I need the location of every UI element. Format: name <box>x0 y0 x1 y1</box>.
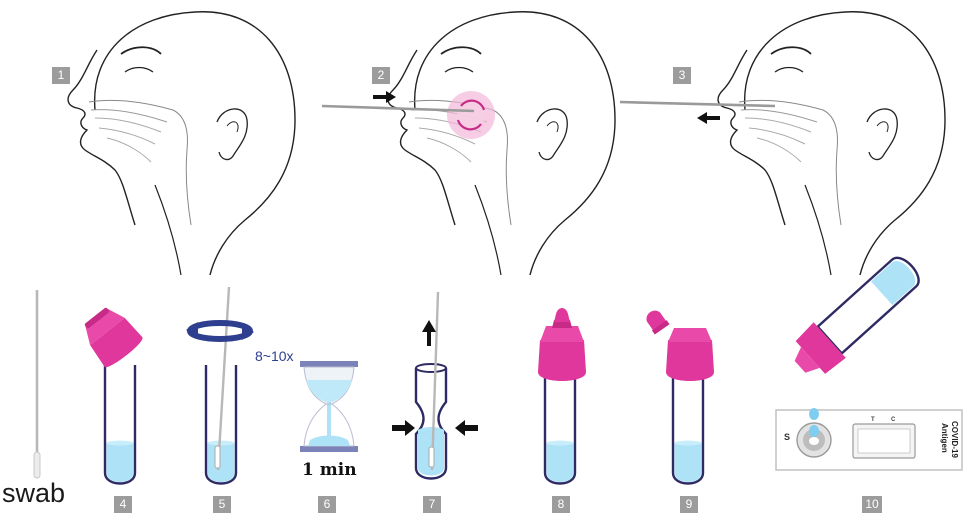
up-arrow <box>422 320 436 346</box>
step-10-tube <box>784 248 928 384</box>
step-badge-3: 3 <box>673 67 691 84</box>
test-cassette <box>776 410 962 470</box>
swab-stick <box>34 290 40 478</box>
step-8-dropper-cap <box>538 308 586 381</box>
control-line-label: C <box>891 417 895 423</box>
nasal-rotation-highlight <box>447 91 495 139</box>
cassette-brand-line2: Antigen <box>940 423 949 453</box>
head-profile-1 <box>68 12 295 275</box>
step-badge-8: 8 <box>552 496 570 513</box>
squeeze-arrow-left <box>392 420 415 436</box>
head-profile-2 <box>388 12 615 275</box>
rotation-arrows-icon <box>186 322 254 340</box>
step-badge-7: 7 <box>423 496 441 513</box>
test-line-label: T <box>871 417 875 423</box>
step-4-cap <box>76 301 145 370</box>
step-4-tube <box>105 365 135 484</box>
step-badge-2: 2 <box>372 67 390 84</box>
cassette-brand-line1: COVID-19 <box>950 421 959 458</box>
step-9-tube <box>673 365 703 484</box>
head-profile-3 <box>718 12 945 275</box>
step-9-cap <box>666 328 714 381</box>
step-badge-5: 5 <box>213 496 231 513</box>
step-badge-9: 9 <box>680 496 698 513</box>
squeeze-arrow-right <box>455 420 478 436</box>
step-badge-1: 1 <box>52 67 70 84</box>
step-badge-4: 4 <box>114 496 132 513</box>
step-badge-10: 10 <box>862 496 882 513</box>
sample-well-label: S <box>784 432 790 442</box>
hourglass-icon <box>300 361 358 452</box>
step-badge-6: 6 <box>318 496 336 513</box>
withdraw-arrow <box>697 112 720 124</box>
wait-time-label: 1 min <box>302 460 357 480</box>
rotation-count-label: 8~10x <box>255 348 294 364</box>
swab-label: swab <box>2 478 65 509</box>
insert-arrow <box>373 91 396 103</box>
step-8-tube <box>545 365 575 484</box>
cassette-brand: COVID-19 Antigen <box>938 417 962 469</box>
removed-tip <box>643 307 670 335</box>
swab-withdrawn <box>620 102 775 106</box>
